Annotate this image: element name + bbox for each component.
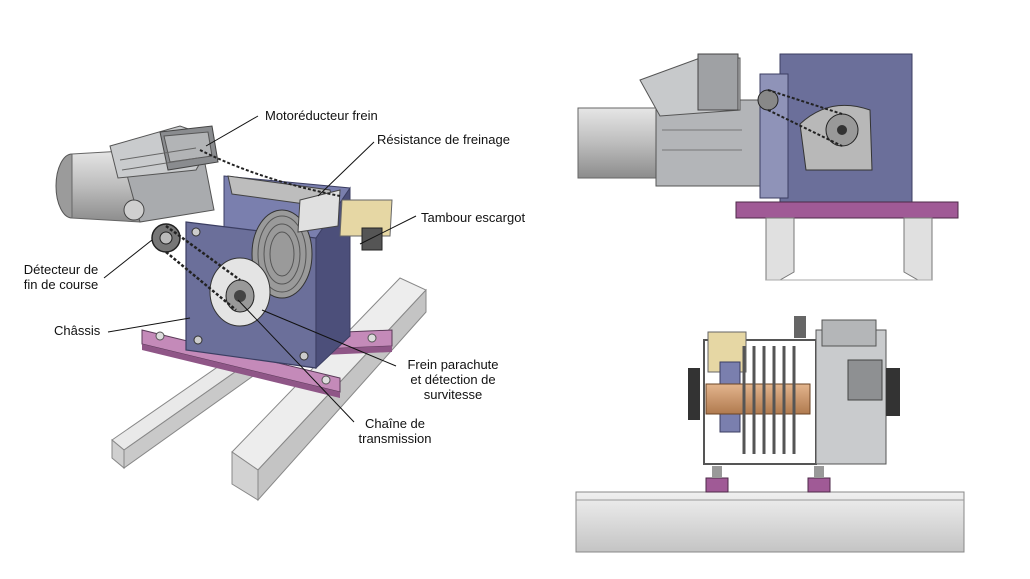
label-detecteur-line2: fin de course xyxy=(23,277,99,292)
label-detecteur-line1: Détecteur de xyxy=(23,262,99,277)
label-chaine-line1: Chaîne de xyxy=(365,416,425,431)
label-chaine: Chaîne de transmission xyxy=(345,416,445,446)
front-view xyxy=(575,316,965,553)
limit-switch xyxy=(151,223,181,253)
transmission-chain xyxy=(165,149,341,311)
label-tambour: Tambour escargot xyxy=(421,210,526,225)
label-frein-line3: survitesse xyxy=(423,387,483,402)
label-resistance: Résistance de freinage xyxy=(377,132,510,147)
label-frein-line1: Frein parachute xyxy=(407,357,499,372)
label-frein: Frein parachute et détection de survites… xyxy=(398,357,508,402)
label-detecteur: Détecteur de fin de course xyxy=(18,262,104,292)
label-frein-line2: et détection de xyxy=(410,372,496,387)
drum-grooves xyxy=(742,346,796,454)
label-chaine-line2: transmission xyxy=(358,431,432,446)
gear-motor xyxy=(55,125,219,223)
label-motoreducteur: Motoréducteur frein xyxy=(265,108,378,123)
leader-lines xyxy=(103,115,417,423)
isometric-view xyxy=(55,115,427,502)
label-chassis: Châssis xyxy=(54,323,101,338)
parachute-brake xyxy=(209,257,271,327)
side-view xyxy=(577,53,959,281)
